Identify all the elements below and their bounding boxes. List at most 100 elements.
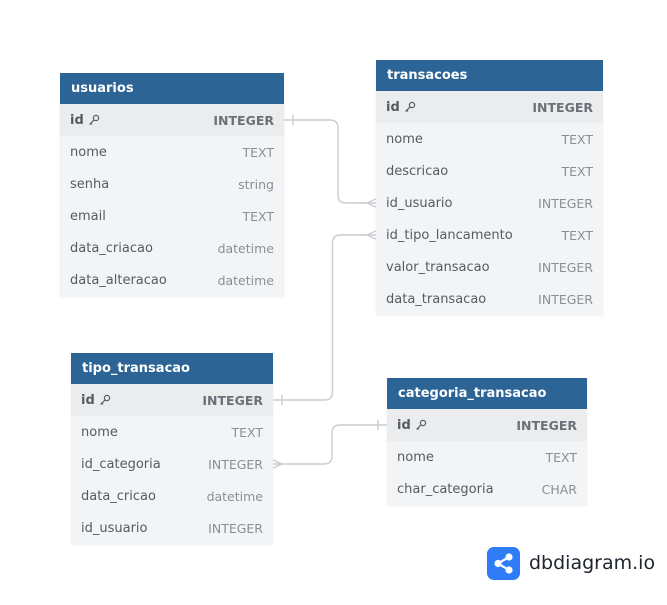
table-header[interactable]: categoria_transacao (387, 378, 587, 409)
table-row[interactable]: data_criacao datetime (60, 232, 284, 264)
column-name-text: senha (70, 176, 110, 192)
column-name: id_categoria (81, 457, 161, 472)
column-type: INTEGER (208, 456, 263, 472)
table-row[interactable]: nome TEXT (60, 136, 284, 168)
column-name: descricao (386, 164, 448, 179)
many-cardinality-mark (272, 459, 284, 469)
brand-name: dbdiagram.io (529, 552, 656, 574)
brand-logo[interactable]: dbdiagram.io (487, 546, 655, 580)
column-name: id (397, 418, 427, 433)
relationship-line (273, 424, 387, 465)
table-row[interactable]: id_tipo_lancamento TEXT (376, 219, 603, 251)
column-name: id_usuario (81, 521, 148, 536)
table-row[interactable]: senha string (60, 168, 284, 200)
column-type: INTEGER (213, 112, 274, 128)
column-name-text: id (397, 417, 411, 433)
column-type: INTEGER (538, 259, 593, 275)
table-header[interactable]: tipo_transacao (71, 353, 273, 384)
column-type: TEXT (231, 424, 263, 440)
column-type: INTEGER (538, 291, 593, 307)
column-name: email (70, 209, 106, 224)
share-nodes-icon (487, 546, 520, 580)
key-icon (404, 101, 415, 112)
column-name: nome (70, 145, 107, 160)
column-name: id (386, 100, 416, 115)
column-name-text: nome (386, 131, 423, 147)
table-row[interactable]: nome TEXT (71, 416, 273, 448)
column-type: INTEGER (532, 99, 593, 115)
table-row[interactable]: id INTEGER (60, 104, 284, 136)
column-name-text: email (70, 208, 106, 224)
table-usuarios[interactable]: usuarios id INTEGER nome TEXT senha string emai… (60, 73, 284, 296)
column-name-text: data_cricao (81, 488, 156, 504)
table-row[interactable]: nome TEXT (376, 123, 603, 155)
column-name-text: id (70, 112, 84, 128)
column-name-text: data_transacao (386, 291, 487, 307)
column-type: CHAR (541, 481, 577, 497)
column-type: TEXT (242, 144, 274, 160)
column-name-text: id_usuario (386, 195, 453, 211)
many-cardinality-mark (365, 198, 377, 208)
column-name-text: id_usuario (81, 520, 148, 536)
column-name: senha (70, 177, 109, 192)
column-name: valor_transacao (386, 260, 490, 275)
column-name: data_alteracao (70, 273, 167, 288)
column-type: TEXT (561, 131, 593, 147)
column-name: data_criacao (70, 241, 153, 256)
column-name: id (81, 393, 111, 408)
table-row[interactable]: id_categoria INTEGER (71, 448, 273, 480)
relationship-line (273, 234, 376, 401)
column-name-text: id (386, 99, 400, 115)
column-name: id_tipo_lancamento (386, 228, 513, 243)
column-name: id (70, 113, 100, 128)
column-name-text: nome (397, 449, 434, 465)
table-row[interactable]: id INTEGER (71, 384, 273, 416)
column-type: TEXT (561, 227, 593, 243)
column-type: INTEGER (202, 392, 263, 408)
key-icon (99, 394, 110, 405)
table-row[interactable]: nome TEXT (387, 441, 587, 473)
table-row[interactable]: id_usuario INTEGER (71, 512, 273, 544)
relationship-line (284, 119, 376, 204)
table-row[interactable]: valor_transacao INTEGER (376, 251, 603, 283)
column-name-text: id_tipo_lancamento (386, 227, 513, 243)
column-name-text: data_alteracao (70, 272, 167, 288)
column-name-text: char_categoria (397, 481, 494, 497)
many-cardinality-mark (365, 230, 377, 240)
column-name-text: valor_transacao (386, 259, 490, 275)
table-header[interactable]: usuarios (60, 73, 284, 104)
table-header[interactable]: transacoes (376, 60, 603, 91)
column-name: char_categoria (397, 482, 494, 497)
key-icon (88, 114, 99, 125)
column-type: string (238, 176, 274, 192)
column-name: nome (386, 132, 423, 147)
column-name: data_cricao (81, 489, 156, 504)
column-name-text: nome (70, 144, 107, 160)
column-type: TEXT (545, 449, 577, 465)
column-type: datetime (217, 240, 274, 256)
column-name-text: id_categoria (81, 456, 161, 472)
table-row[interactable]: id_usuario INTEGER (376, 187, 603, 219)
table-row[interactable]: data_alteracao datetime (60, 264, 284, 296)
table-row[interactable]: char_categoria CHAR (387, 473, 587, 505)
column-name: id_usuario (386, 196, 453, 211)
table-row[interactable]: data_transacao INTEGER (376, 283, 603, 315)
column-name: data_transacao (386, 292, 486, 307)
column-name-text: id (81, 392, 95, 408)
column-type: datetime (217, 272, 274, 288)
column-type: INTEGER (208, 520, 263, 536)
key-icon (415, 419, 426, 430)
column-type: INTEGER (538, 195, 593, 211)
column-name: nome (397, 450, 434, 465)
column-name: nome (81, 425, 118, 440)
table-row[interactable]: id INTEGER (376, 91, 603, 123)
